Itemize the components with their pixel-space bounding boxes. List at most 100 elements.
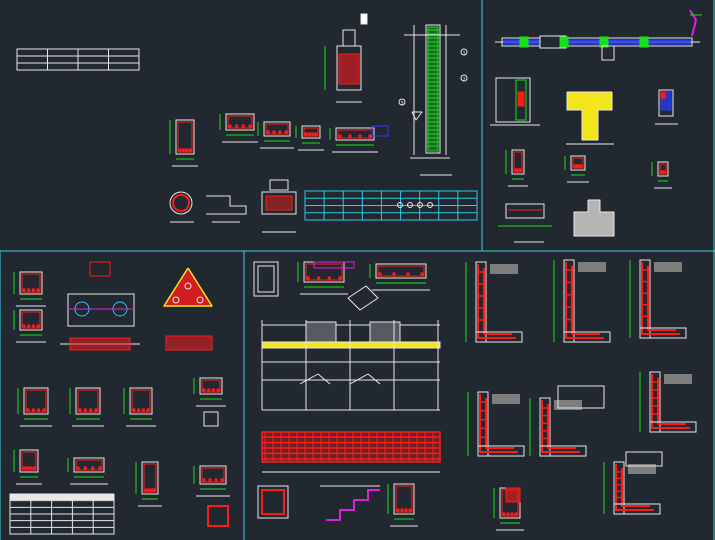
footing-detail-f-outline [141, 461, 159, 495]
footing-detail-a [17, 387, 52, 427]
region-top-left: 123 [16, 24, 478, 233]
column-rebar-detail: 123 [398, 24, 468, 176]
stub-detail-2-rebar [572, 157, 584, 169]
beam-detail-4-rebar [303, 127, 319, 137]
wall-section-5 [529, 397, 587, 457]
beam-detail-2-bar [234, 124, 239, 128]
pile-plan-detail-bar [22, 288, 26, 292]
slab-edge-detail-2-outline [375, 263, 427, 279]
footing-detail-j [207, 505, 229, 527]
wall-blue-strip [503, 39, 691, 45]
magenta-marker [313, 261, 355, 269]
beam-detail-1-rebar [177, 121, 193, 153]
beam-detail-5-bar [348, 134, 352, 138]
pile-cap-outline [67, 293, 135, 327]
column-rebar-fill [427, 26, 439, 152]
footing-detail-c-bar [146, 408, 150, 412]
wall-section-7-rebar-inner [621, 468, 650, 507]
wall-section-2-footing [563, 331, 611, 343]
footing-detail-h [203, 411, 219, 427]
footing-detail-e [67, 457, 108, 485]
footing-detail-c-outline [129, 387, 153, 415]
beam-detail-1-bar [178, 148, 182, 152]
footing-detail-g [193, 377, 226, 407]
stair-section-bottom [257, 483, 418, 527]
elev-stair-mark [299, 373, 331, 385]
step-detail [206, 195, 247, 215]
wall-section-5-footing [539, 445, 587, 457]
footing-detail-e-bar [83, 466, 88, 470]
corbel-detail [387, 483, 418, 527]
corbel-detail-bar [404, 508, 408, 512]
wall-column-marker [559, 36, 569, 48]
slab-edge-detail-2-rebar [377, 265, 425, 277]
pedestal-detail-bar [506, 512, 510, 516]
beam-detail-4-outline [301, 125, 321, 139]
footing-detail-c [123, 387, 156, 427]
footing-detail-d-rebar [21, 451, 37, 471]
pad-rebar [265, 195, 293, 211]
footing-detail-i-outline [199, 465, 227, 485]
wall-pier [601, 45, 615, 61]
footing-detail-f-rebar [143, 463, 157, 493]
wall-section-2-earth-fill [578, 262, 606, 272]
callout-1 [460, 48, 468, 56]
beam-detail-2-rebar [227, 115, 253, 129]
small-col-bar [660, 91, 666, 99]
pedestal-fill [505, 487, 521, 503]
wall-section-6-earth-fill [664, 374, 692, 384]
footing-detail-f-bar [144, 488, 148, 492]
title-block-table [16, 48, 140, 71]
footing-detail-g-bar [202, 388, 206, 392]
beam-detail-5-outline [335, 127, 375, 141]
footing-detail-c-rebar [131, 389, 151, 413]
beam-reinforcement-elevation [261, 431, 441, 473]
stub-detail-1-bar [518, 168, 522, 172]
wall-section-3-footing [639, 327, 687, 339]
callout-3-label: 3 [400, 101, 403, 107]
schedule-hole [427, 202, 433, 208]
wall-column-marker [599, 36, 609, 48]
footing-detail-b-bar [83, 408, 88, 412]
wall-column-marker [519, 36, 529, 48]
footing-detail-d-bar [28, 466, 33, 470]
footing-detail-c-bar [132, 408, 136, 412]
footing-detail-i-bar [208, 478, 212, 482]
tri-pile-3 [196, 296, 204, 304]
wall-band [501, 37, 693, 47]
small-col-outline [658, 89, 674, 117]
wall-section-7-earth-fill [628, 464, 656, 474]
corbel-detail-bar [396, 508, 400, 512]
pad-footing-detail [261, 179, 297, 233]
wall-section-1-rebar-main [477, 264, 516, 339]
footing-detail-d-outline [19, 449, 39, 473]
pile-cap-beam-rebar [69, 337, 131, 351]
footing-detail-i-bar [220, 478, 224, 482]
slab-edge-detail-1 [297, 261, 348, 295]
beam-detail-4-bar [310, 132, 315, 136]
footing-detail-e-bar [90, 466, 95, 470]
triangle-marker [411, 111, 423, 121]
stub-detail-2-bar [579, 164, 583, 168]
stair-top-box [342, 29, 356, 47]
pad-body [261, 191, 297, 215]
beam-detail-2 [219, 113, 258, 143]
beam-detail-2-outline [225, 113, 255, 131]
footing-detail-a-bar [36, 408, 41, 412]
triangular-pile-cap [163, 267, 213, 351]
stub-detail-3-rebar [659, 163, 667, 175]
footing-detail-e-outline [73, 457, 105, 473]
footing-detail-b-rebar [77, 389, 99, 413]
footing-detail-i-bar [202, 478, 206, 482]
slab-edge-detail-2-bar [392, 272, 396, 276]
pile-section-detail-bar [22, 324, 26, 328]
beam-detail-4-bar [307, 132, 312, 136]
pile-plan-detail-rebar [21, 273, 41, 293]
tri-cap-fill [163, 267, 213, 307]
wall-section-4-rebar-main [479, 394, 518, 453]
footing-detail-e-bar [98, 466, 102, 470]
wall-section-2-rebar-inner [571, 266, 600, 335]
grey-footing-fill [573, 199, 615, 237]
schedule-hole [397, 202, 403, 208]
